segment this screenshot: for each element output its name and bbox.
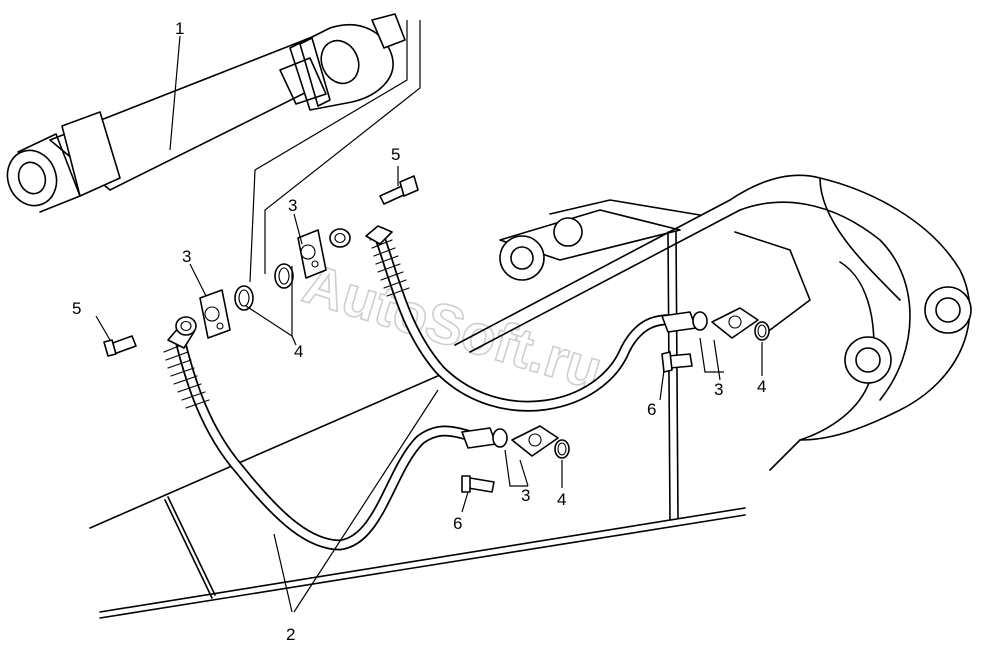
bolt-left	[103, 335, 137, 357]
callout-bolt-top: 5	[391, 145, 400, 164]
callout-flange-top: 3	[288, 196, 297, 215]
flange-right-upper	[711, 307, 759, 339]
hose-upper	[374, 232, 688, 412]
flange-top	[297, 229, 327, 279]
fitting-upper-end	[661, 311, 708, 333]
oring-right-upper	[754, 321, 770, 341]
callout-flange-right-lower: 3	[521, 486, 530, 505]
hydraulic-cylinder	[6, 13, 406, 213]
callout-hoses: 2	[286, 625, 295, 644]
callout-oring-left: 4	[294, 342, 303, 361]
callout-oring-right-lower: 4	[557, 490, 566, 509]
callout-bolt-left: 5	[72, 299, 81, 318]
fitting-upper-start	[329, 228, 351, 248]
flange-left	[199, 289, 231, 339]
callout-flange-right-upper: 3	[714, 380, 723, 399]
spring-guard-upper	[365, 225, 410, 297]
oring-left-b	[274, 263, 294, 289]
callout-cylinder: 1	[175, 19, 184, 38]
fitting-lower-end	[461, 427, 508, 449]
boom-assembly	[89, 174, 972, 619]
bolt-right-lower	[461, 475, 495, 493]
hose-lower	[174, 334, 484, 551]
bolt-top	[379, 175, 419, 205]
callout-flange-left: 3	[182, 247, 191, 266]
flange-right-lower	[511, 425, 559, 457]
callout-bolt-right-lower: 6	[453, 514, 462, 533]
callout-bolt-right-upper: 6	[647, 400, 656, 419]
callout-oring-right-upper: 4	[757, 377, 766, 396]
bolt-right-upper	[661, 351, 693, 373]
leader-lines	[95, 20, 763, 613]
oring-right-lower	[554, 439, 570, 459]
oring-left-a	[234, 285, 254, 311]
fitting-lower-start	[175, 316, 197, 336]
